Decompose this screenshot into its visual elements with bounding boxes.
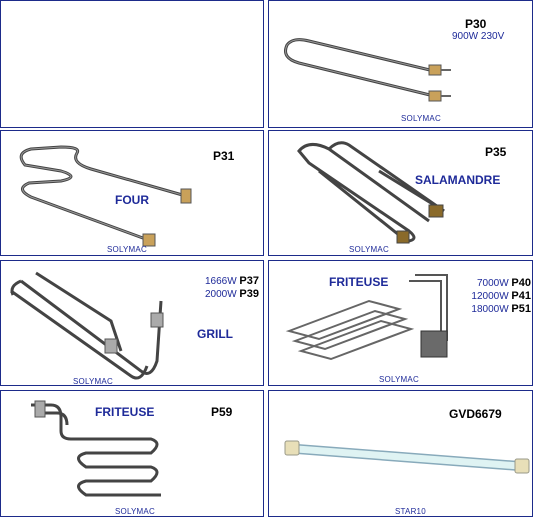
product-spec: 900W 230V [452, 31, 505, 42]
wattage-line: 2000W P39 [204, 288, 259, 300]
product-label: SALAMANDRE [415, 173, 501, 187]
product-label: FRITEUSE [329, 275, 389, 289]
cell-gvd6679[interactable]: GVD6679 STAR10 [268, 390, 533, 517]
brand-label: SOLYMAC [379, 375, 419, 384]
heating-element-p31-image [19, 145, 192, 247]
brand-label: SOLYMAC [349, 245, 389, 254]
wattage-line: 18000W P51 [471, 303, 531, 315]
product-code: P30 [465, 17, 487, 31]
wattage-list: 1666W P37 2000W P39 [189, 275, 259, 301]
brand-label: SOLYMAC [107, 245, 147, 254]
brand-label: SOLYMAC [73, 377, 113, 386]
product-code: GVD6679 [449, 407, 502, 421]
product-label: FRITEUSE [95, 405, 155, 419]
heating-element-p30-image [284, 38, 451, 102]
cell-p35[interactable]: P35 SALAMANDRE SOLYMAC [268, 130, 533, 256]
wattage-line: 1666W P37 [204, 275, 259, 287]
cell-p30[interactable]: P30 900W 230V SOLYMAC [268, 0, 533, 128]
wattage-line: 7000W P40 [476, 277, 531, 289]
product-code: P31 [213, 149, 235, 163]
heating-element-p35-image [297, 141, 445, 244]
brand-label: STAR10 [395, 507, 426, 516]
cell-p59[interactable]: FRITEUSE P59 SOLYMAC [0, 390, 264, 517]
wattage-list: 7000W P40 12000W P41 18000W P51 [453, 277, 531, 316]
cell-p31[interactable]: P31 FOUR SOLYMAC [0, 130, 264, 256]
heating-element-p59-image [31, 400, 161, 497]
product-code: P35 [485, 145, 507, 159]
product-code: P59 [211, 405, 233, 419]
wattage-line: 12000W P41 [471, 290, 531, 302]
cell-empty [0, 0, 264, 128]
brand-label: SOLYMAC [115, 507, 155, 516]
product-label: GRILL [197, 327, 233, 341]
product-label: FOUR [115, 193, 149, 207]
heating-element-p37-image [10, 271, 164, 380]
brand-label: SOLYMAC [401, 114, 441, 123]
cell-p37-p39[interactable]: 1666W P37 2000W P39 GRILL SOLYMAC [0, 260, 264, 386]
cell-p40-p51[interactable]: FRITEUSE 7000W P40 12000W P41 18000W P51… [268, 260, 533, 386]
heating-element-p40-image [285, 274, 448, 361]
quartz-tube-image [284, 440, 530, 474]
